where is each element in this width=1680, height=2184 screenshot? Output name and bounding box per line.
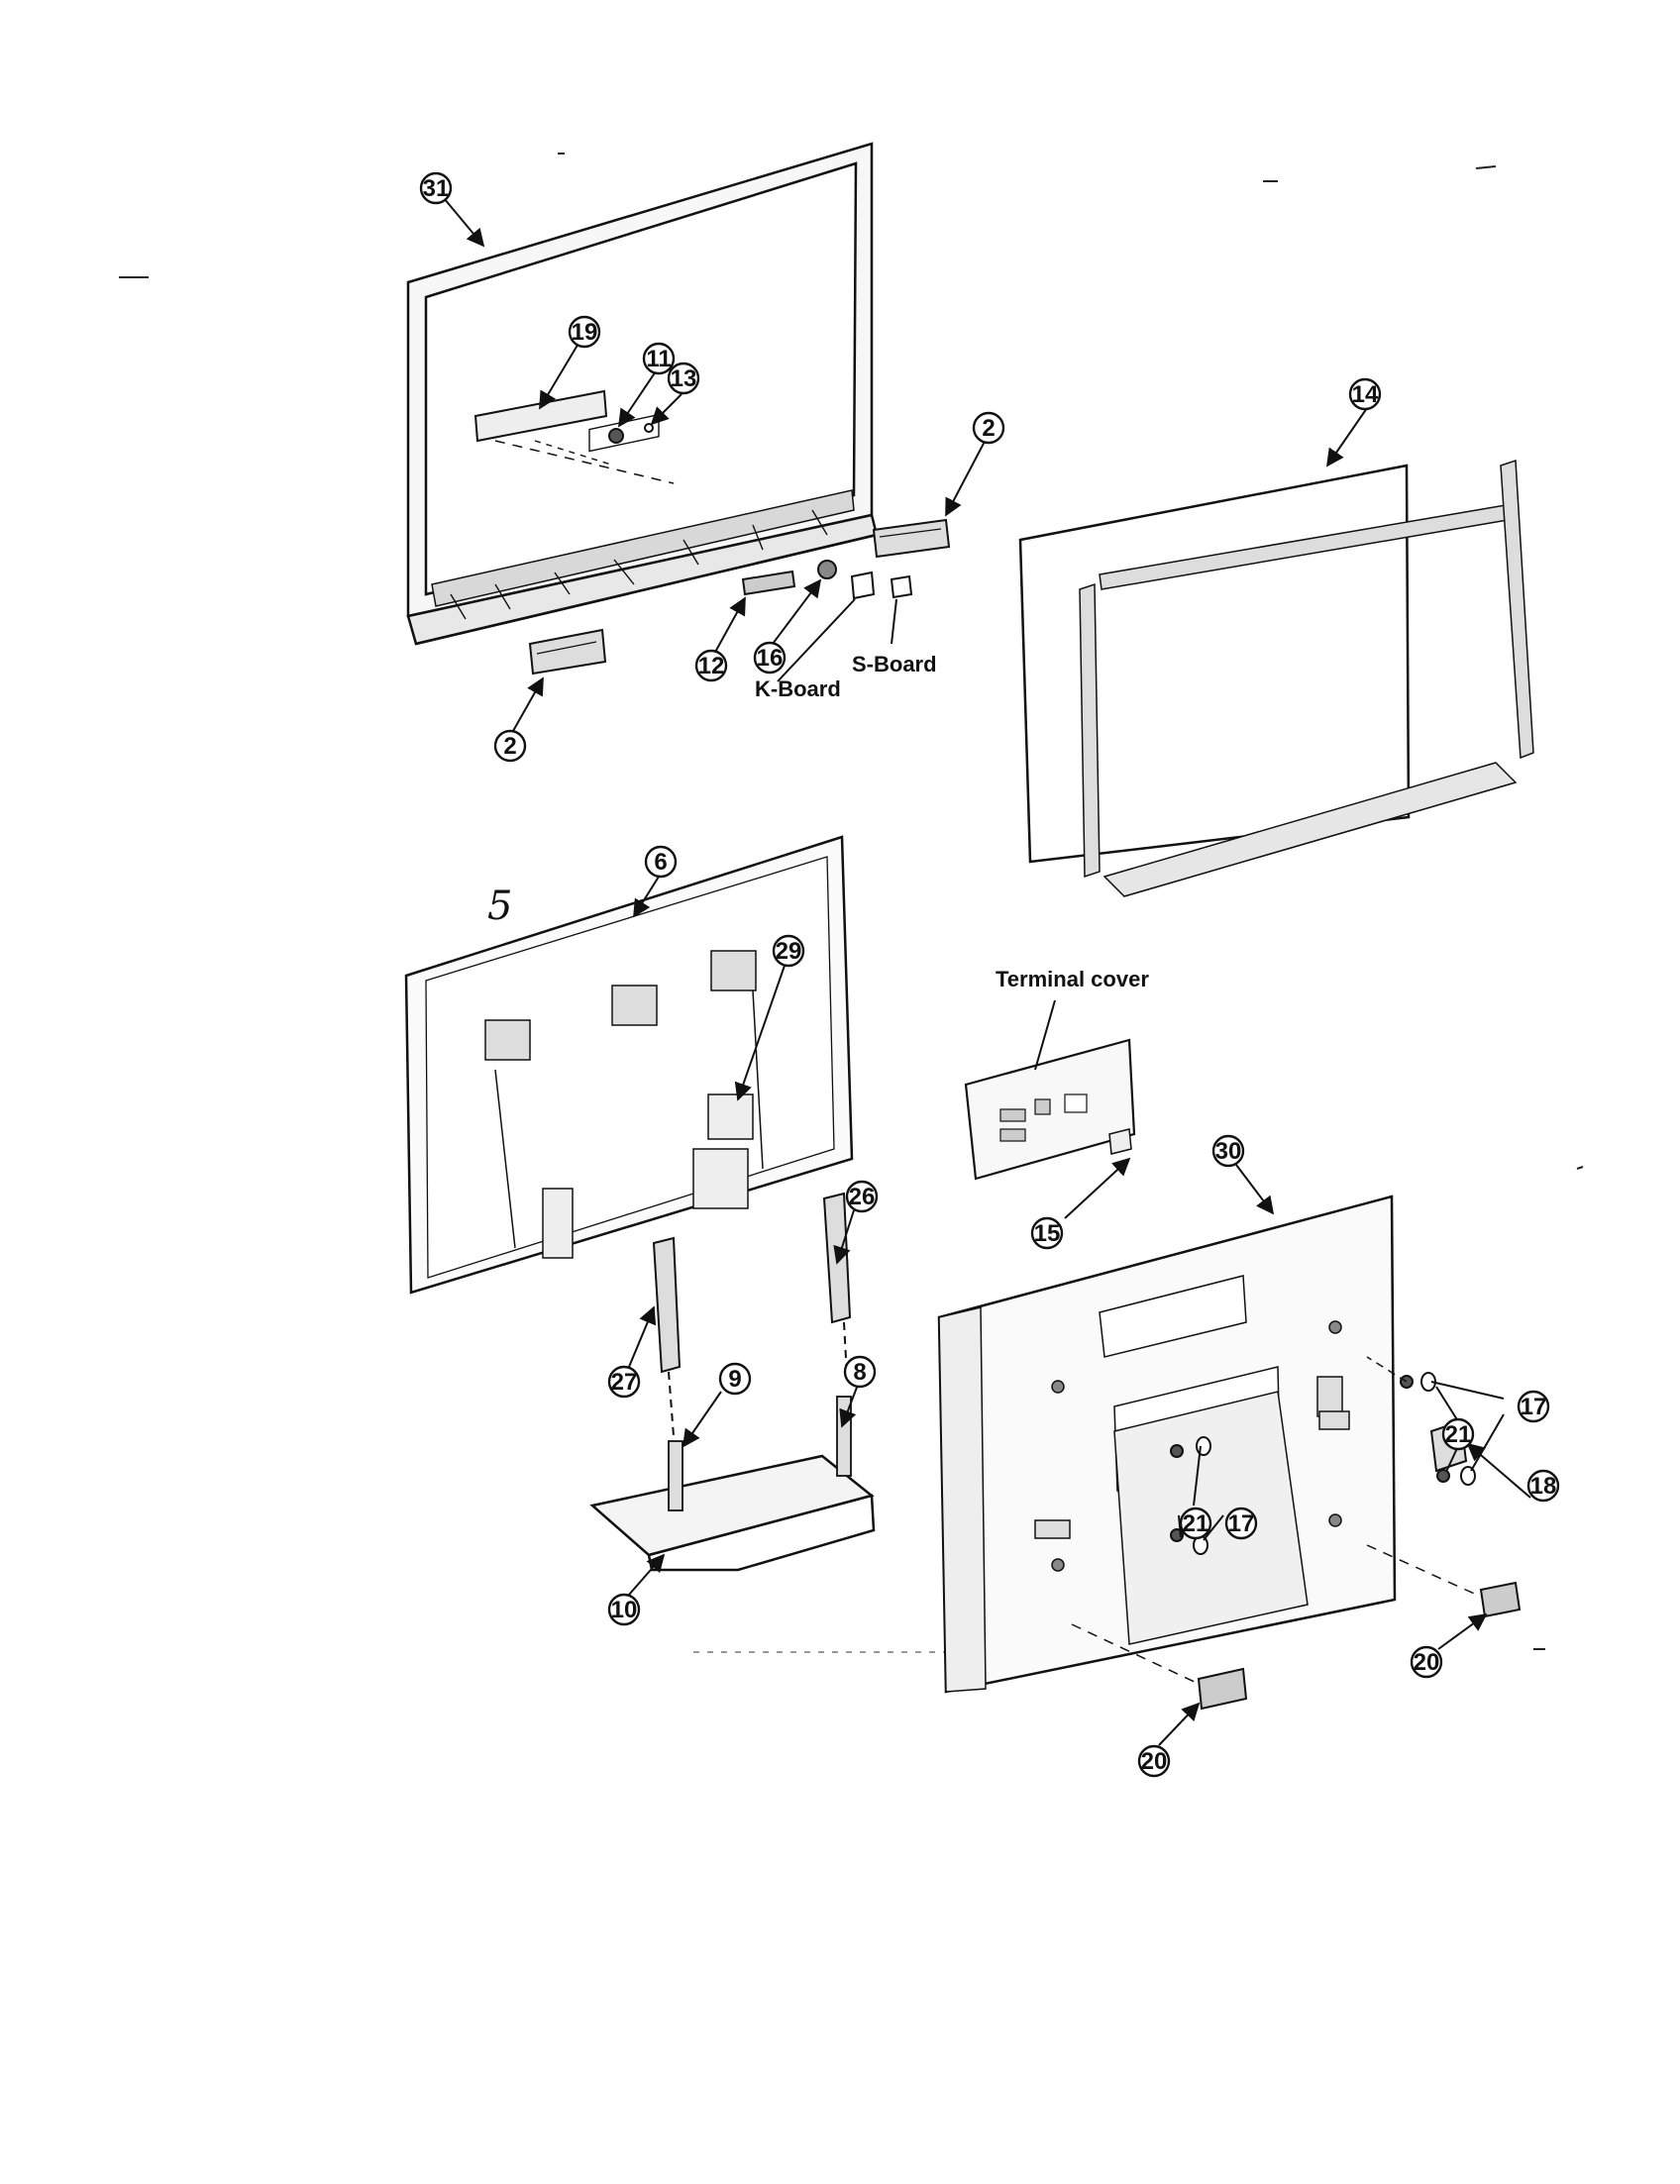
- s-board-label: S-Board: [852, 652, 937, 676]
- callout-17-right: 17: [1521, 1394, 1547, 1420]
- stand-bracket-26: [822, 1192, 852, 1378]
- callout-30: 30: [1215, 1138, 1242, 1165]
- callout-18: 18: [1530, 1473, 1557, 1500]
- callout-leader-lines: [443, 197, 1531, 1746]
- callout-20-right: 20: [1414, 1649, 1440, 1676]
- callout-21-left: 21: [1183, 1510, 1209, 1537]
- callout-10: 10: [611, 1597, 638, 1623]
- rear-cover: [937, 1195, 1397, 1694]
- scan-marks: [119, 153, 1584, 1653]
- callout-6: 6: [654, 849, 667, 876]
- callout-11: 11: [646, 346, 671, 372]
- stand-bracket-27: [652, 1236, 682, 1437]
- part-19-bracket: [473, 389, 615, 467]
- callout-12: 12: [698, 653, 725, 679]
- callout-31: 31: [423, 175, 450, 202]
- front-bezel-frame: [406, 142, 879, 646]
- callout-21-right: 21: [1445, 1421, 1472, 1448]
- speaker-left: [528, 628, 607, 676]
- part-12-component: [741, 570, 796, 596]
- k-board-label: K-Board: [755, 676, 841, 701]
- terminal-cover: [964, 1038, 1136, 1181]
- handwritten-5-label: 5: [487, 884, 512, 929]
- k-board-component: [850, 571, 876, 600]
- callout-9: 9: [728, 1366, 741, 1393]
- part-16-component: [817, 560, 837, 579]
- rear-chassis-frame: [404, 835, 854, 1295]
- callout-27: 27: [611, 1369, 638, 1396]
- callout-17-left: 17: [1228, 1510, 1255, 1537]
- callout-14: 14: [1352, 381, 1379, 408]
- callout-8: 8: [853, 1359, 866, 1386]
- callout-2-left: 2: [503, 733, 516, 760]
- speaker-right: [872, 518, 951, 559]
- callout-13: 13: [671, 365, 697, 392]
- callout-29: 29: [776, 938, 802, 965]
- plasma-panel-assembly: [1018, 459, 1534, 897]
- callout-19: 19: [572, 319, 598, 346]
- callout-20-left: 20: [1141, 1748, 1168, 1775]
- terminal-cover-label: Terminal cover: [996, 967, 1149, 991]
- s-board-component: [890, 574, 913, 599]
- callout-2-right: 2: [982, 415, 995, 442]
- stand-base: [589, 1396, 876, 1572]
- part-11-button: [608, 428, 624, 444]
- callout-16: 16: [757, 645, 784, 672]
- callout-circles: [419, 171, 1560, 1778]
- callout-15: 15: [1034, 1220, 1061, 1247]
- callout-26: 26: [849, 1184, 876, 1210]
- part-13-screw: [644, 423, 654, 433]
